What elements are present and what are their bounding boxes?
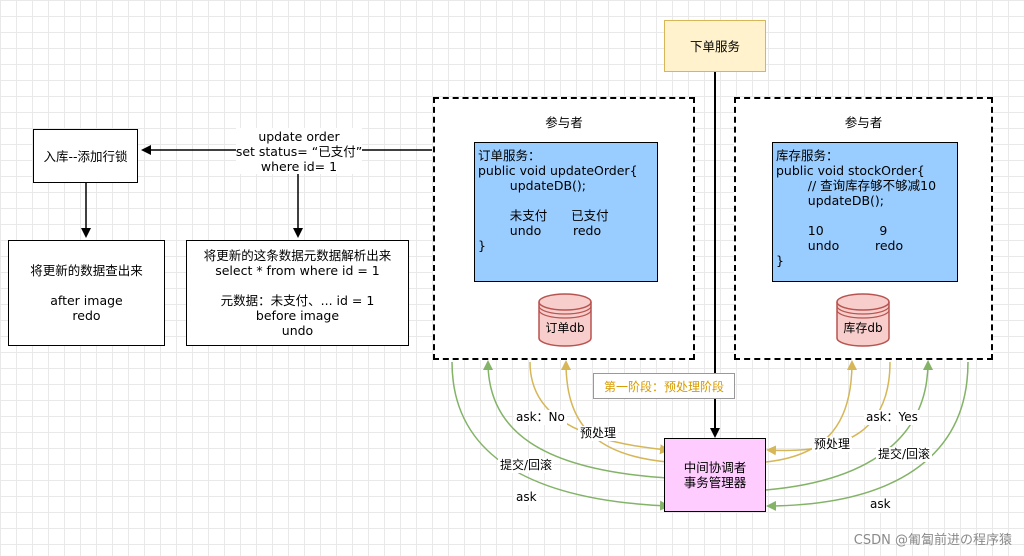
code-line: // 查询库存够不够减10 — [776, 178, 937, 193]
after-line: redo — [72, 308, 101, 323]
stock-service-code: 库存服务： public void stockOrder{ // 查询库存够不够… — [772, 142, 958, 282]
code-line — [776, 208, 954, 223]
edge-label-ask-yes: ask：Yes — [864, 410, 920, 425]
code-line: updateDB(); — [776, 193, 884, 208]
code-line: 未支付 已支付 — [478, 208, 609, 223]
phase-one-text: 第一阶段：预处理阶段 — [603, 379, 724, 394]
edge-label-ask-left: ask — [514, 490, 539, 505]
code-line: updateDB(); — [478, 178, 586, 193]
sql-line: where id= 1 — [260, 158, 338, 174]
stock-db-label: 库存db — [843, 320, 882, 335]
stock-db-cylinder[interactable]: 库存db — [835, 292, 891, 348]
code-line: } — [478, 238, 486, 253]
edge-label-ask-no: ask：No — [514, 410, 567, 425]
edge-label-prepare-left: 预处理 — [578, 426, 619, 441]
watermark: CSDN @匍匐前进の程序猿 — [853, 533, 1012, 548]
coordinator-line: 中间协调者 — [683, 460, 747, 475]
code-line — [478, 193, 654, 208]
after-image-node[interactable]: 将更新的数据查出来 after image redo — [8, 240, 165, 346]
code-line: public void updateOrder{ — [478, 163, 638, 178]
order-db-label: 订单db — [545, 321, 584, 335]
after-line: after image — [50, 293, 123, 308]
order-db-cylinder[interactable]: 订单db — [537, 292, 593, 348]
order-service-node[interactable]: 下单服务 — [664, 20, 766, 72]
phase-one-label: 第一阶段：预处理阶段 — [593, 373, 735, 399]
edge-label-commit-left: 提交/回滚 — [498, 458, 555, 473]
code-line: } — [776, 253, 784, 268]
code-line: 订单服务： — [478, 148, 541, 163]
participant-stock-title: 参与者 — [844, 115, 883, 130]
code-line: undo redo — [478, 223, 602, 238]
participant-order-title: 参与者 — [545, 115, 583, 130]
after-line: 将更新的数据查出来 — [30, 263, 143, 278]
code-line: undo redo — [776, 238, 904, 253]
before-line: 将更新的这条数据元数据解析出来 — [203, 248, 392, 263]
after-line — [85, 278, 89, 293]
code-line: 库存服务： — [776, 148, 839, 163]
sql-line: set status= “已支付” — [235, 143, 363, 159]
edge-label-ask-right: ask — [868, 497, 893, 512]
sql-line: update order — [258, 128, 340, 144]
before-line — [296, 278, 300, 293]
before-line: undo — [281, 323, 314, 338]
before-image-node[interactable]: 将更新的这条数据元数据解析出来 select * from where id =… — [186, 240, 409, 346]
coordinator-node[interactable]: 中间协调者 事务管理器 — [664, 438, 766, 512]
before-line: 元数据：未支付、... id = 1 — [220, 293, 375, 308]
order-service-code: 订单服务： public void updateOrder{ updateDB(… — [474, 142, 658, 282]
row-lock-node[interactable]: 入库--添加行锁 — [33, 129, 138, 183]
edge-label-commit-right: 提交/回滚 — [876, 447, 933, 462]
arrow-green-right-commit — [765, 360, 933, 491]
row-lock-label: 入库--添加行锁 — [43, 148, 128, 164]
update-sql-label: update order set status= “已支付” where id=… — [236, 128, 362, 174]
code-line: public void stockOrder{ — [776, 163, 925, 178]
edge-label-prepare-right: 预处理 — [812, 437, 853, 452]
before-line: before image — [255, 308, 340, 323]
before-line: select * from where id = 1 — [215, 263, 380, 278]
code-line: 10 9 — [776, 223, 888, 238]
arrow-green-right-ask — [766, 361, 969, 511]
order-service-label: 下单服务 — [689, 38, 740, 54]
coordinator-line: 事务管理器 — [683, 475, 747, 490]
